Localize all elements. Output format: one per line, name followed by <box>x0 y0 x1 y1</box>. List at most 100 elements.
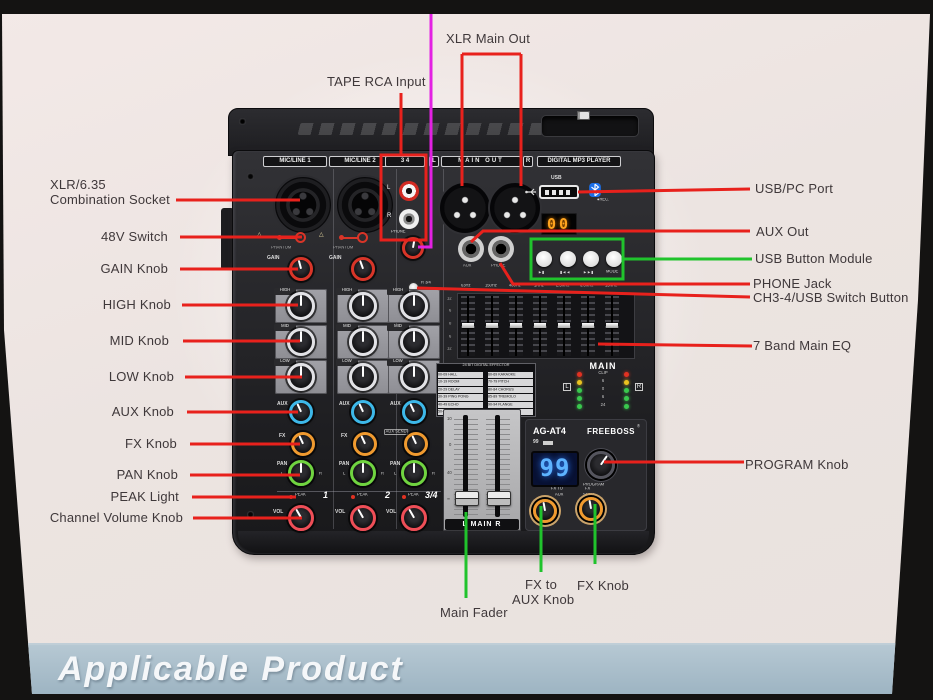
vol-knob-ch34 <box>401 505 427 531</box>
eq-slider-63 <box>461 296 475 356</box>
callout-ch34-switch: CH3-4/USB Switch Button <box>753 290 909 305</box>
eq-freq-400: 400Hz <box>509 284 521 289</box>
high-label: HIGH <box>279 288 291 293</box>
usb-port <box>539 185 579 199</box>
pan-label-ch34: PAN <box>390 461 401 467</box>
aux-send-label: AUX SEND <box>385 430 407 435</box>
pan-knob-ch2 <box>350 460 376 486</box>
eq-freq-63: 63Hz <box>461 284 471 289</box>
meter-led <box>624 396 629 401</box>
low-knob-ch2 <box>349 363 377 391</box>
mixer-bottom-bezel <box>238 531 649 553</box>
pan-label-ch1: PAN <box>277 461 288 467</box>
rca-l-label: L <box>387 185 391 191</box>
pan-knob-ch1 <box>288 460 314 486</box>
rect-usb-module <box>529 237 625 281</box>
mode-label: MODE <box>606 270 619 275</box>
main-meter-title: MAIN <box>589 361 617 371</box>
peak-label-ch2: PEAK <box>357 493 368 498</box>
carry-handle <box>541 115 639 137</box>
mixer-rear-panel <box>228 108 654 156</box>
peak-led-ch2 <box>351 495 355 499</box>
callout-low: LOW Knob <box>108 369 174 384</box>
effects-table-title: 24 BIT DIGITAL EFFECTOR <box>462 363 510 368</box>
callout-gain: GAIN Knob <box>100 261 168 276</box>
rca-input-left <box>399 181 419 201</box>
callout-peak: PEAK Light <box>110 489 179 504</box>
eq-scale-12b: 12 <box>447 347 452 352</box>
fx-knob-ch34 <box>404 432 428 456</box>
vol-label-ch2: VOL <box>335 509 346 515</box>
eq-slider-2k5 <box>557 296 571 356</box>
line-tape-magenta <box>418 14 433 249</box>
screw <box>247 173 254 180</box>
eq-scale-12: 12 <box>447 297 452 302</box>
fx-send-label-2: SEND <box>583 493 595 498</box>
phantom-label-ch1: PHANTOM <box>271 246 292 251</box>
callout-fx-to-aux-line1: FX to <box>524 577 558 592</box>
brand-display-panel: AG-AT4 FREEBOSS ® 99 99 PROGRAM FX TO AU… <box>525 419 647 531</box>
callout-fx-knob: FX Knob <box>577 578 629 593</box>
prev-icon-label: ▮◄◄ <box>560 270 571 275</box>
effect-row: 70-79 PITCH <box>488 379 533 386</box>
channel-number-1: 1 <box>323 490 329 500</box>
eq-freq-6k3: 6.3KHz <box>580 284 594 289</box>
main-fader-cap-l <box>455 491 479 506</box>
fx-send-knob <box>579 497 603 521</box>
callout-7band-eq: 7 Band Main EQ <box>753 338 852 353</box>
fader-scale: ∞ <box>447 497 450 502</box>
pan-knob-ch34 <box>401 460 427 486</box>
mid-knob-ch2 <box>349 328 377 356</box>
seven-band-eq <box>457 293 635 359</box>
aux-knob-ch2 <box>351 400 375 424</box>
phone-knob-label: PHONE <box>391 230 406 235</box>
header-mp3-player: DIGITAL MP3 PLAYER <box>537 156 621 167</box>
effect-row: 20-29 DELAY <box>438 386 483 394</box>
eq-slider-400 <box>509 296 523 356</box>
gain-label-ch1: GAIN <box>267 255 280 261</box>
divider <box>333 169 334 529</box>
fx-label-ch1: FX <box>279 433 286 439</box>
callout-combo-line2: Combination Socket <box>50 192 170 207</box>
vol-knob-ch2 <box>350 505 376 531</box>
bracket-xlr-main <box>460 52 523 186</box>
header-main-out-r: R <box>523 156 533 167</box>
effect-row: 80-84 CHORUS <box>488 386 533 394</box>
rec-label: ●REC. <box>597 198 610 203</box>
prev-track-button <box>560 251 576 267</box>
eq-scale-6b: 6 <box>449 335 452 340</box>
aux-jack-label: AUX <box>463 264 472 269</box>
model-label: AG-AT4 <box>533 426 566 436</box>
mid-label: MID <box>343 324 351 329</box>
eq-scale-6: 6 <box>449 309 452 314</box>
divider <box>277 491 441 492</box>
meter-label: 24 <box>600 403 606 408</box>
bottom-banner: Applicable Product <box>2 643 930 694</box>
fader-scale: 10 <box>447 417 452 422</box>
meter-led <box>577 396 582 401</box>
program-label: PROGRAM <box>583 483 605 488</box>
mid-label: MID <box>281 324 289 329</box>
high-label: HIGH <box>392 288 404 293</box>
effect-row: 00-09 HALL <box>438 372 483 379</box>
usb-label: USB <box>551 175 562 181</box>
divider <box>443 169 444 529</box>
callout-mid: MID Knob <box>109 333 169 348</box>
meter-r-box: R <box>636 384 642 390</box>
aux-knob-ch34 <box>402 400 426 424</box>
rect-tape-rca <box>379 153 428 242</box>
callout-phone-jack: PHONE Jack <box>753 276 832 291</box>
usb-trident-icon <box>525 188 536 196</box>
callout-usb-pc: USB/PC Port <box>755 181 834 196</box>
low-label: LOW <box>393 359 403 364</box>
main-fader-slot-r <box>495 415 500 517</box>
ch34-usb-switch <box>409 283 418 292</box>
phantom-label-ch2: PHANTOM <box>333 246 354 251</box>
low-label: LOW <box>342 359 352 364</box>
effect-row: 40-49 ECHO <box>438 401 483 408</box>
switch-dot <box>339 235 344 240</box>
high-knob-ch2 <box>349 292 377 320</box>
vol-label-ch1: VOL <box>273 509 284 515</box>
pan-r: R <box>381 472 384 477</box>
